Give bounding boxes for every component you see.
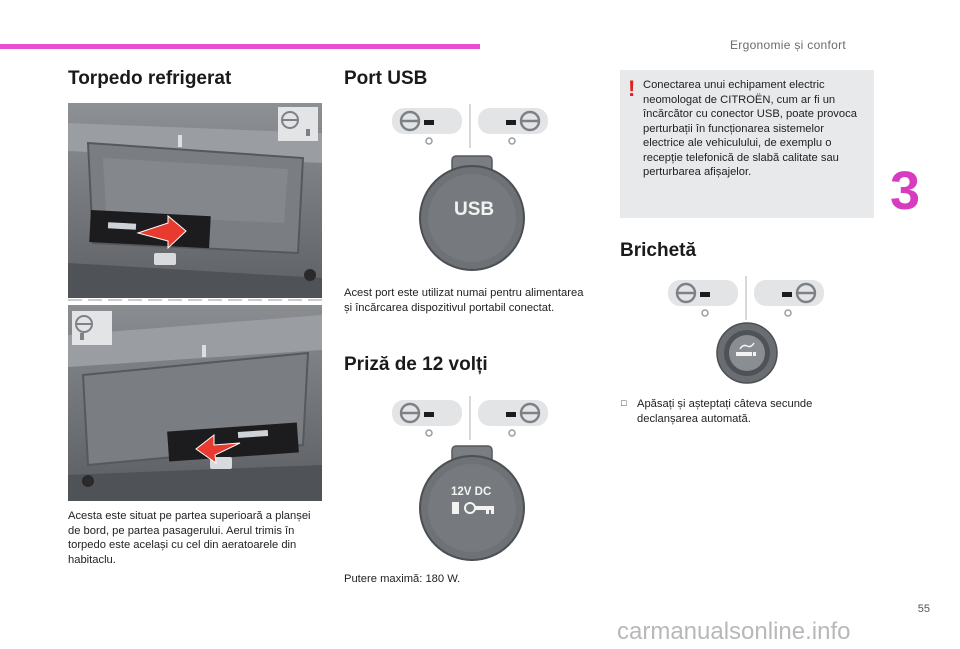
12v-socket-label: 12V DC <box>451 486 492 498</box>
usb-description: Acest port este utilizat numai pentru al… <box>344 287 584 314</box>
lighter-heading: Brichetă <box>620 240 697 261</box>
usb-socket-icon <box>419 155 525 271</box>
warning-box <box>620 70 874 218</box>
socket12v-description: Putere maximă: 180 W. <box>344 573 461 585</box>
chapter-title: Ergonomie și confort <box>730 38 847 52</box>
dashboard-location-icon <box>392 104 548 148</box>
photo-separator <box>68 299 322 301</box>
page-number: 55 <box>917 603 930 615</box>
bullet-icon: □ <box>621 398 627 408</box>
glovebox-description: Acesta este situat pe partea superioară … <box>68 510 311 566</box>
usb-socket-label: USB <box>454 199 495 220</box>
glovebox-heading: Torpedo refrigerat <box>68 68 232 89</box>
glovebox-photo-bottom <box>68 305 322 501</box>
dashboard-location-icon <box>668 276 824 320</box>
cigarette-lighter-icon <box>716 322 778 384</box>
usb-heading: Port USB <box>344 68 428 89</box>
12v-socket-icon <box>419 445 525 561</box>
warning-text: Conectarea unui echipament electric neom… <box>643 79 857 178</box>
socket12v-heading: Priză de 12 volți <box>344 354 488 375</box>
dashboard-location-icon <box>392 396 548 440</box>
glovebox-photo-top <box>68 103 322 298</box>
lighter-instruction: Apăsați și așteptați câteva secunde decl… <box>637 398 813 425</box>
chapter-number: 3 <box>890 161 921 221</box>
warning-icon: ! <box>628 76 636 101</box>
watermark: carmanualsonline.info <box>617 618 851 645</box>
header-accent-bar <box>0 44 480 49</box>
